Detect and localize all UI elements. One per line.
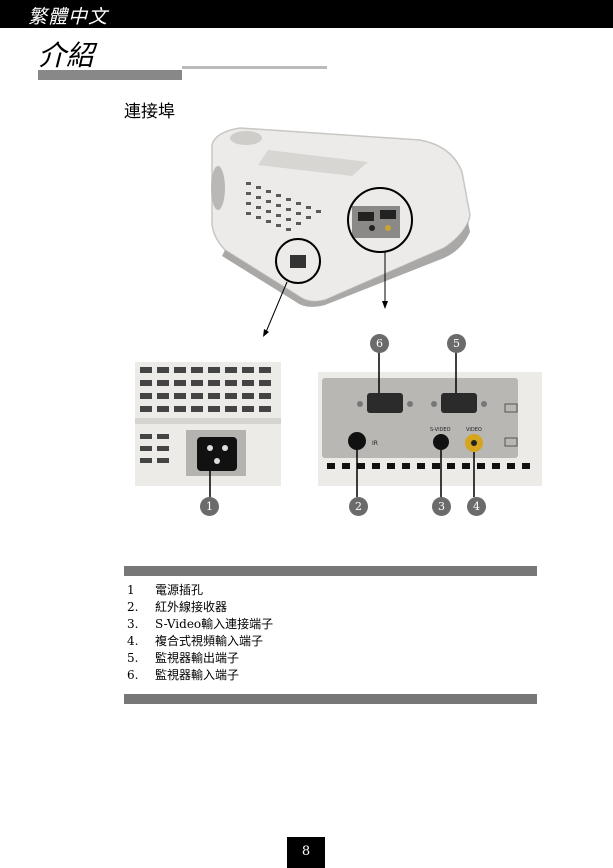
list-item-label: 監視器輸出端子 bbox=[155, 651, 240, 665]
list-item: 2. 紅外線接收器 bbox=[124, 599, 537, 616]
list-top-bar bbox=[124, 566, 537, 576]
callout-6: 6 bbox=[370, 334, 389, 353]
list-item-number: 1 bbox=[127, 583, 135, 597]
list-item-number: 2. bbox=[127, 600, 139, 614]
list-item-label: 電源插孔 bbox=[155, 583, 204, 597]
io-panel-photo: IR S-VIDEO VIDEO bbox=[318, 372, 542, 486]
list-item-label: S-Video輸入連接端子 bbox=[155, 617, 274, 631]
list-item-label: 紅外線接收器 bbox=[155, 600, 228, 614]
list-item: 3. S-Video輸入連接端子 bbox=[124, 616, 537, 633]
list-item: 6. 監視器輸入端子 bbox=[124, 667, 537, 684]
callout-5: 5 bbox=[447, 334, 466, 353]
list-item-label: 複合式視頻輸入端子 bbox=[155, 634, 264, 648]
callout-2: 2 bbox=[349, 497, 368, 516]
language-label: 繁體中文 bbox=[28, 6, 109, 28]
page-title: 介紹 bbox=[38, 39, 95, 72]
ir-label: IR bbox=[372, 440, 378, 447]
page-number: 8 bbox=[287, 837, 325, 868]
connection-figure: IR S-VIDEO VIDEO bbox=[135, 127, 542, 497]
list-item-number: 6. bbox=[127, 668, 139, 682]
section-subheading: 連接埠 bbox=[124, 102, 175, 122]
list-item-number: 4. bbox=[127, 634, 139, 648]
title-underline-light bbox=[182, 66, 327, 69]
callout-3: 3 bbox=[432, 497, 451, 516]
list-item: 5. 監視器輸出端子 bbox=[124, 650, 537, 667]
list-bottom-bar bbox=[124, 694, 537, 704]
video-label: VIDEO bbox=[466, 427, 482, 433]
callout-1: 1 bbox=[200, 497, 219, 516]
projector-image bbox=[211, 127, 471, 307]
list-item-label: 監視器輸入端子 bbox=[155, 668, 240, 682]
svideo-label: S-VIDEO bbox=[430, 427, 451, 433]
power-socket-photo bbox=[135, 362, 281, 486]
callout-4: 4 bbox=[467, 497, 486, 516]
list-item-number: 5. bbox=[127, 651, 139, 665]
list-item: 4. 複合式視頻輸入端子 bbox=[124, 633, 537, 650]
port-list: 1 電源插孔 2. 紅外線接收器 3. S-Video輸入連接端子 4. 複合式… bbox=[124, 582, 537, 684]
list-item: 1 電源插孔 bbox=[124, 582, 537, 599]
title-underline-dark bbox=[38, 70, 182, 80]
list-item-number: 3. bbox=[127, 617, 139, 631]
header-bar: 繁體中文 bbox=[0, 0, 613, 28]
